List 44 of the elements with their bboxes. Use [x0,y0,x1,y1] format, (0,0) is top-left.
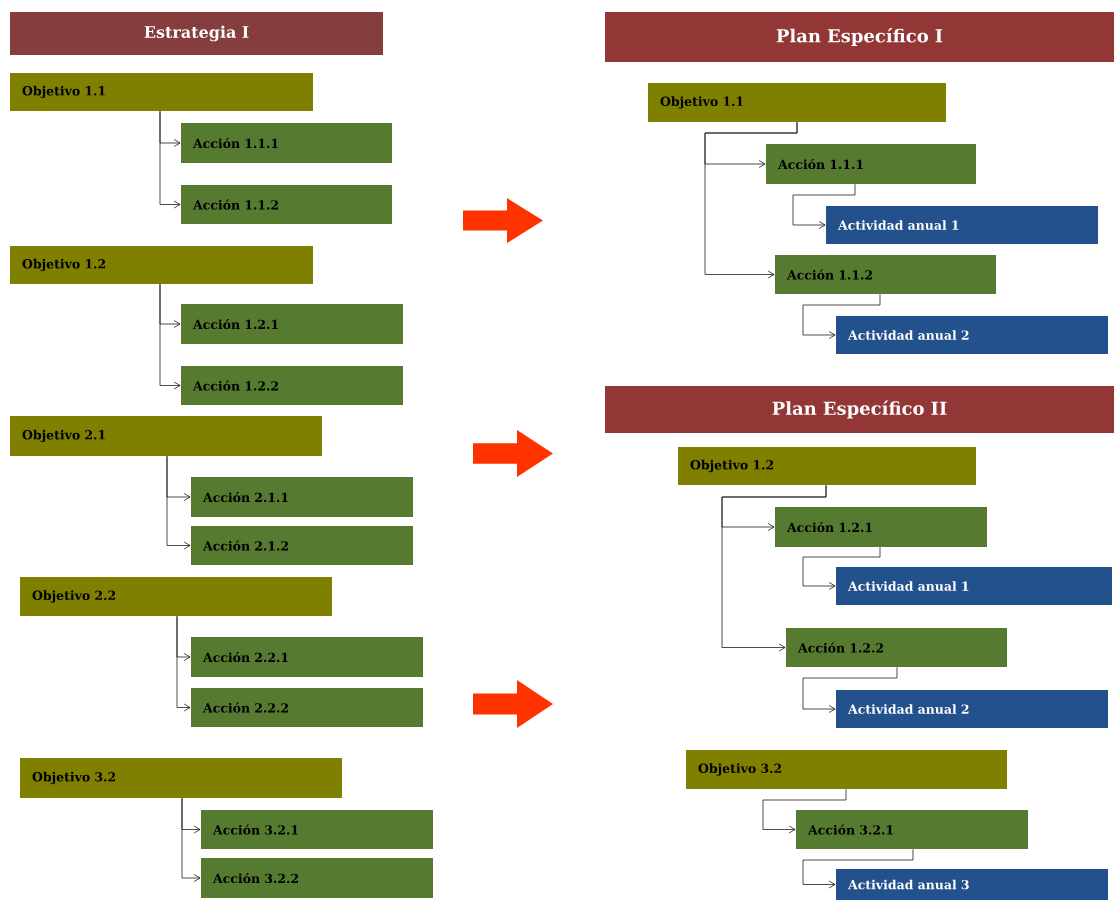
activity-box: Actividad anual 1 [836,567,1112,605]
objective-box: Objetivo 3.2 [20,758,342,798]
connector-arrow [704,121,798,279]
action-box: Acción 3.2.1 [201,810,433,849]
action-box: Acción 1.1.1 [181,123,392,163]
action-box: Acción 2.2.1 [191,637,423,677]
connector-arrow [802,293,881,339]
action-box: Acción 1.1.2 [775,255,996,294]
activity-box: Actividad anual 1 [826,206,1098,244]
connector-arrow [792,183,856,229]
connector-arrow [166,455,191,550]
objective-box: Objetivo 1.2 [678,447,976,485]
objective-box: Objetivo 1.1 [648,83,946,122]
action-box: Acción 1.2.1 [775,507,987,547]
objective-box: Objetivo 2.2 [20,577,332,616]
action-box: Acción 1.2.2 [181,366,403,405]
action-box: Acción 3.2.2 [201,858,433,898]
action-box: Acción 2.1.2 [191,526,413,565]
objective-box: Objetivo 1.1 [10,73,313,111]
connector-arrow [802,666,898,713]
objective-box: Objetivo 3.2 [686,750,1007,789]
connector-arrow [159,283,181,390]
connector-arrow [159,110,181,209]
action-box: Acción 1.1.1 [766,144,976,184]
header-bar: Plan Específico I [605,12,1114,62]
objective-box: Objetivo 2.1 [10,416,322,456]
activity-box: Actividad anual 2 [836,316,1108,354]
header-bar: Estrategia I [10,12,383,55]
connector-arrow [762,788,847,834]
connector-arrow [802,546,881,590]
action-box: Acción 2.1.1 [191,477,413,517]
action-box: Acción 1.1.2 [181,185,392,224]
connector-arrow [181,797,201,882]
action-box: Acción 3.2.1 [796,810,1028,849]
action-box: Acción 1.2.2 [786,628,1007,667]
activity-box: Actividad anual 2 [836,690,1108,728]
connector-arrow [721,484,827,652]
header-bar: Plan Específico II [605,386,1114,433]
connector-arrow [802,848,914,889]
connector-arrow [176,615,191,712]
activity-box: Actividad anual 3 [836,869,1108,900]
action-box: Acción 2.2.2 [191,688,423,727]
objective-box: Objetivo 1.2 [10,246,313,284]
action-box: Acción 1.2.1 [181,304,403,344]
